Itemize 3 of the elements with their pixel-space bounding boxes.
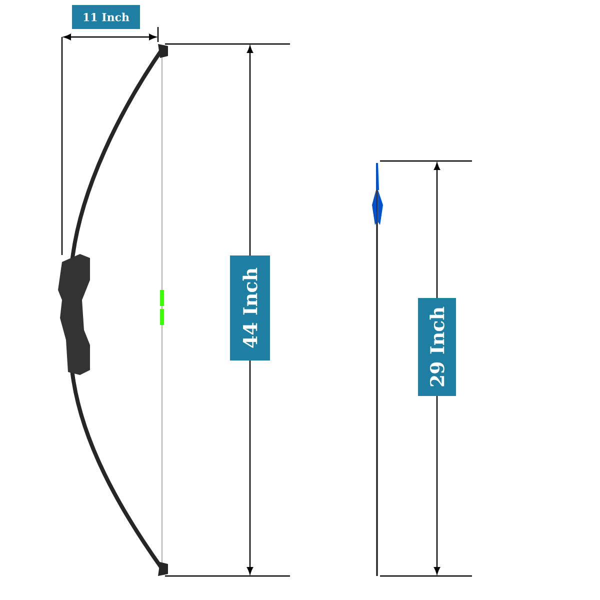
dimension-label: 11 Inch bbox=[72, 5, 140, 29]
dimension-label: 29 Inch bbox=[418, 298, 456, 396]
dimension-label: 44 Inch bbox=[230, 256, 270, 360]
